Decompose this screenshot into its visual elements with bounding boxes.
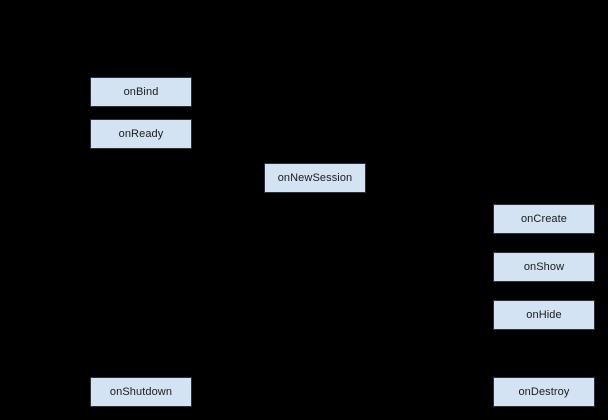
node-label-on-ready: onReady <box>118 127 164 140</box>
node-on-new-session[interactable]: onNewSession <box>264 163 366 193</box>
node-label-on-bind: onBind <box>123 85 159 98</box>
node-on-shutdown[interactable]: onShutdown <box>90 377 192 407</box>
node-label-on-destroy: onDestroy <box>518 385 570 398</box>
node-label-on-shutdown: onShutdown <box>109 385 173 398</box>
node-on-create[interactable]: onCreate <box>493 204 595 234</box>
node-label-on-show: onShow <box>523 260 565 273</box>
node-on-bind[interactable]: onBind <box>90 77 192 107</box>
node-on-ready[interactable]: onReady <box>90 119 192 149</box>
node-on-hide[interactable]: onHide <box>493 300 595 330</box>
node-on-destroy[interactable]: onDestroy <box>493 377 595 407</box>
node-label-on-hide: onHide <box>526 308 562 321</box>
node-on-show[interactable]: onShow <box>493 252 595 282</box>
node-label-on-create: onCreate <box>520 212 568 225</box>
node-label-on-new-session: onNewSession <box>277 171 353 184</box>
